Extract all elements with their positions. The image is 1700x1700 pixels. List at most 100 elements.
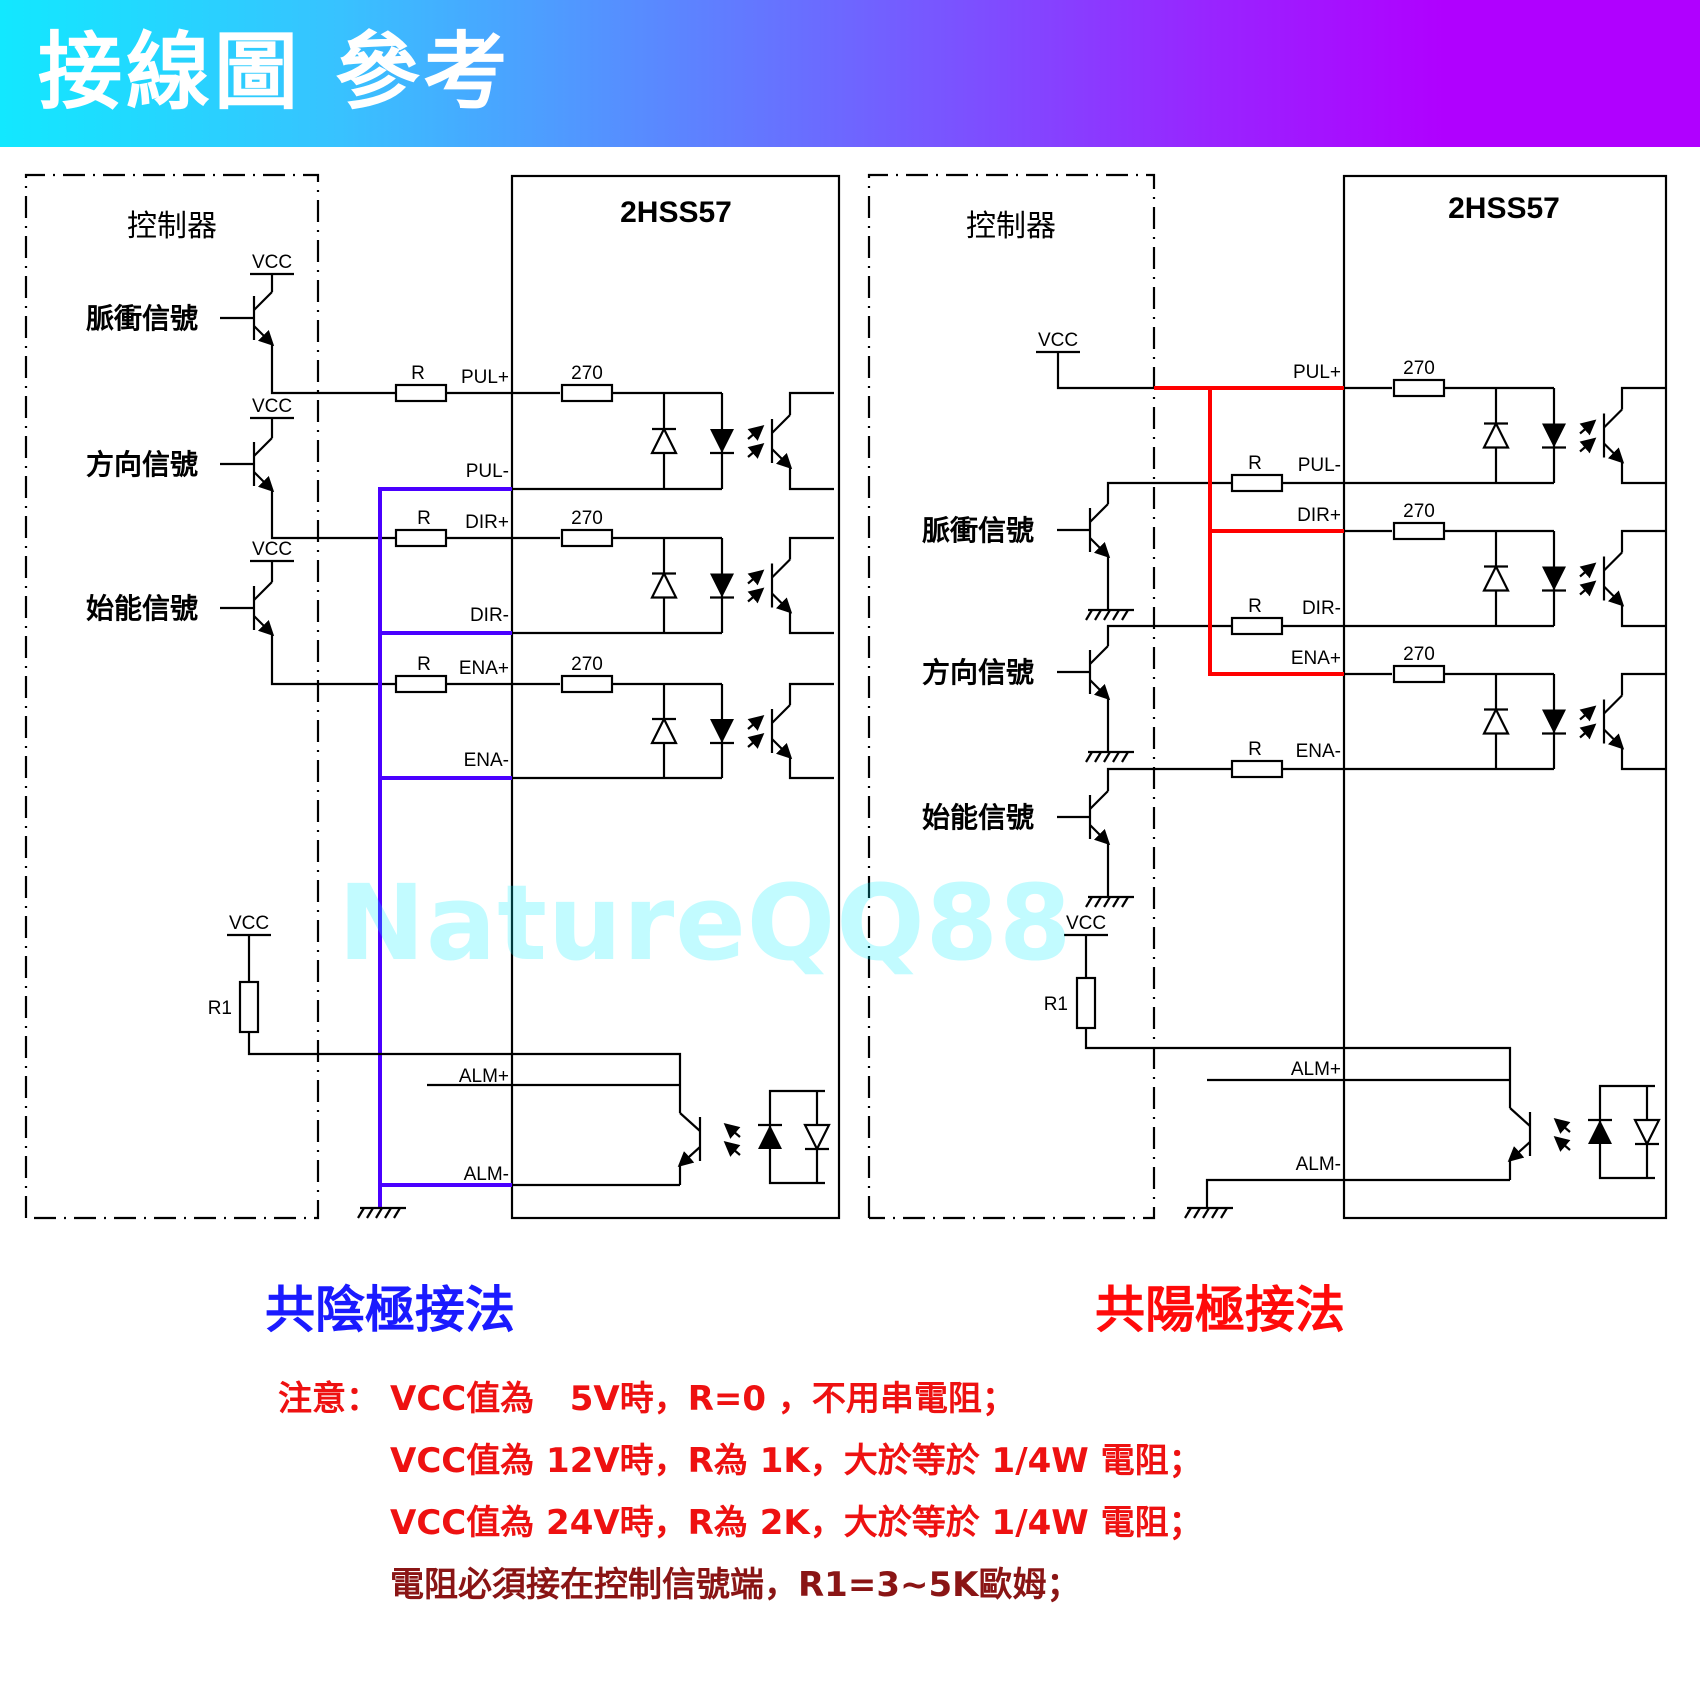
wire — [1085, 896, 1093, 908]
light-arrow-icon — [723, 1122, 741, 1139]
emitter-arrow — [253, 325, 275, 347]
note-line: 電阻必須接在控制信號端，R1=3~5K歐姆； — [278, 1554, 1203, 1616]
vcc-label: VCC — [1038, 330, 1078, 351]
vcc-symbol: VCC — [1036, 330, 1080, 354]
terminal-label: ALM+ — [459, 1066, 509, 1087]
pullup-resistor — [238, 980, 260, 1034]
led-icon — [710, 573, 734, 598]
light-arrow-icon — [1579, 705, 1597, 722]
light-arrow-icon — [747, 732, 765, 749]
emitter-arrow — [1603, 442, 1625, 464]
wire — [1620, 747, 1666, 771]
wire — [1084, 1028, 1512, 1080]
wire — [1089, 790, 1109, 810]
protection-diode-icon — [650, 571, 678, 599]
common-anode-diagram: 控制器2HSS57VCC脈衝信號RPUL+PUL-270方向信號RDIR+DIR… — [867, 173, 1668, 1220]
protection-diode-icon — [1633, 1118, 1661, 1147]
wire — [1620, 461, 1666, 485]
common-anode-bus — [1154, 386, 1344, 676]
terminal-label: ALM- — [464, 1164, 509, 1185]
page-title: 接線圖 參考 — [38, 23, 512, 121]
wire — [788, 611, 834, 635]
light-arrow-icon — [1579, 437, 1597, 454]
watermark: NatureQQ88 — [338, 862, 1073, 984]
wire — [1121, 751, 1129, 763]
protection-diode-icon — [1482, 564, 1510, 592]
wire — [1620, 672, 1666, 696]
wire — [366, 1207, 374, 1219]
common-anode-caption: 共陽極接法 — [1095, 1281, 1345, 1339]
light-arrow-icon — [1553, 1117, 1571, 1134]
wire — [247, 1032, 682, 1085]
terminal-label: DIR- — [470, 605, 509, 626]
led-icon — [1542, 709, 1566, 734]
signal-label: 脈衝信號 — [86, 302, 198, 335]
protection-diode-icon — [650, 426, 678, 455]
led-icon — [1588, 1120, 1612, 1144]
wire — [1211, 1207, 1219, 1219]
vcc-symbol: VCC — [227, 913, 271, 937]
wire — [771, 704, 791, 724]
wire — [1106, 624, 1232, 646]
light-arrow-icon — [1579, 580, 1597, 597]
series-resistor-label: R — [417, 654, 431, 675]
internal-resistor — [1392, 378, 1446, 398]
internal-resistor — [560, 383, 614, 403]
wire — [270, 634, 396, 686]
optocoupler-input: 270 — [1344, 358, 1666, 485]
protection-diode-icon — [1482, 707, 1510, 735]
vcc-symbol: VCC — [250, 539, 294, 563]
signal-label: 脈衝信號 — [922, 514, 1034, 547]
controller-label: 控制器 — [127, 209, 217, 244]
terminal-label: DIR- — [1302, 598, 1341, 619]
note-text: VCC值為 12V時，R為 1K，大於等於 1/4W 電阻； — [390, 1441, 1203, 1481]
wire — [1085, 609, 1093, 621]
internal-resistor — [1392, 521, 1446, 541]
internal-resistor-label: 270 — [571, 508, 603, 529]
emitter-arrow — [771, 738, 793, 760]
npn-transistor-icon — [252, 581, 275, 637]
wire — [788, 467, 834, 491]
emitter-arrow — [771, 448, 793, 470]
note-line: VCC值為 12V時，R為 1K，大於等於 1/4W 電阻； — [278, 1430, 1203, 1492]
wire — [1103, 896, 1111, 908]
terminal-label: ENA+ — [1291, 648, 1341, 669]
optocoupler-input: 270 — [1344, 501, 1666, 628]
light-arrow-icon — [747, 587, 765, 604]
series-resistor — [1230, 759, 1284, 779]
emitter-arrow — [1089, 679, 1111, 701]
vcc-symbol: VCC — [250, 252, 294, 276]
wire — [253, 581, 273, 601]
alarm-output-optocoupler — [677, 1085, 831, 1185]
controller-boundary — [867, 173, 1156, 1220]
wire — [1620, 386, 1666, 410]
protection-diode-icon — [803, 1123, 831, 1152]
emitter-arrow — [253, 471, 275, 493]
series-resistor-label: R — [1248, 596, 1262, 617]
wire — [1620, 604, 1666, 628]
protection-diode-icon — [1482, 421, 1510, 449]
note-text: 電阻必須接在控制信號端，R1=3~5K歐姆； — [390, 1565, 1081, 1605]
signal-label: 始能信號 — [922, 801, 1034, 834]
led-icon — [710, 429, 734, 453]
driver-box — [510, 174, 841, 1220]
light-arrow-icon — [747, 424, 765, 441]
note-text: VCC值為 24V時，R為 2K，大於等於 1/4W 電阻； — [390, 1503, 1203, 1543]
pullup-resistor-label: R1 — [208, 998, 232, 1019]
light-arrow-icon — [747, 442, 765, 459]
optocoupler-input: 270 — [512, 508, 834, 635]
ground-icon — [357, 1206, 406, 1219]
wire — [270, 344, 396, 395]
wire — [788, 536, 834, 560]
controller-boundary — [24, 173, 320, 1220]
wire — [1106, 767, 1232, 791]
signal-label: 方向信號 — [86, 448, 198, 481]
signal-label: 始能信號 — [86, 592, 198, 625]
wire — [393, 1207, 401, 1219]
light-arrow-icon — [723, 1140, 741, 1157]
wire — [253, 437, 273, 457]
